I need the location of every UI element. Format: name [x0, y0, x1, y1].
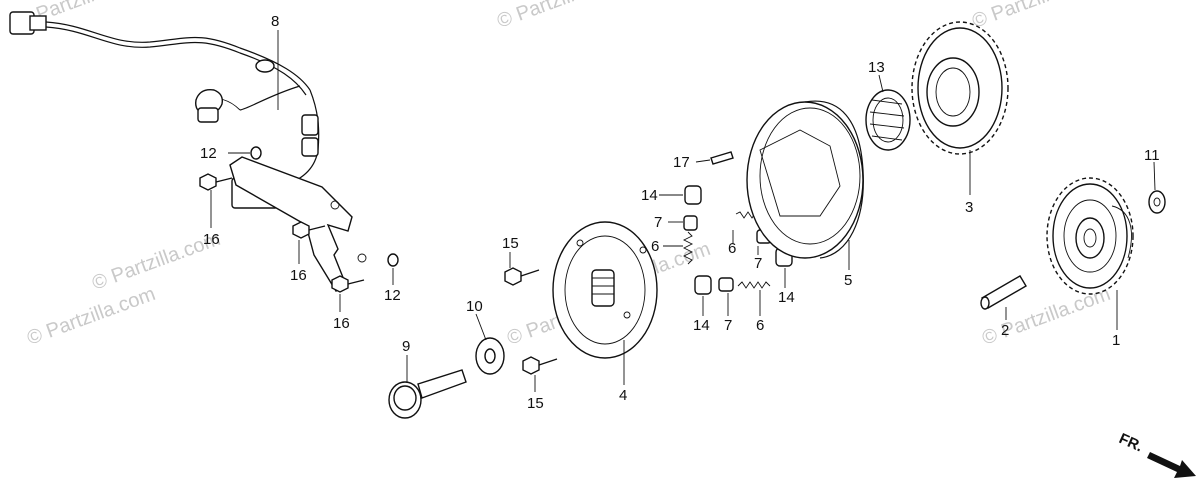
wire-harness-sensor[interactable] — [9, 11, 367, 292]
callout-16-a: 16 — [203, 231, 220, 248]
callout-14-b: 14 — [778, 289, 795, 306]
callout-15-upper: 15 — [502, 235, 519, 252]
pin-17[interactable] — [710, 151, 734, 165]
callout-6-c: 6 — [756, 317, 764, 334]
callout-7-c: 7 — [724, 317, 732, 334]
bolt-15-upper[interactable] — [504, 267, 540, 286]
bolt-16-b[interactable] — [292, 221, 326, 239]
front-arrow-icon — [1147, 452, 1196, 478]
bolt-16-c[interactable] — [331, 275, 365, 293]
callout-16-b: 16 — [290, 267, 307, 284]
callout-6-b: 6 — [728, 240, 736, 257]
callout-2: 2 — [1001, 322, 1009, 339]
starter-driven-gear-3[interactable] — [911, 21, 1009, 155]
spring-6-a[interactable] — [682, 231, 694, 265]
front-direction-indicator: FR. — [1116, 430, 1196, 478]
plunger-7-a[interactable] — [683, 215, 698, 231]
callout-6-a: 6 — [651, 238, 659, 255]
callout-7-b: 7 — [754, 255, 762, 272]
callout-17: 17 — [673, 154, 690, 171]
needle-bearing-13[interactable] — [865, 89, 911, 151]
watermark-left-mid: © Partzilla.com — [24, 283, 158, 350]
bolt-15-lower[interactable] — [522, 356, 558, 375]
callout-8: 8 — [271, 13, 279, 30]
callout-14-a: 14 — [641, 187, 658, 204]
washer-11[interactable] — [1148, 190, 1166, 214]
callout-9: 9 — [402, 338, 410, 355]
callout-12-upper: 12 — [200, 145, 217, 162]
bolt-16-a[interactable] — [199, 173, 233, 191]
callout-15-lower: 15 — [527, 395, 544, 412]
callout-labels: 8 12 16 16 16 12 9 10 15 15 4 17 14 7 6 … — [200, 13, 1160, 412]
callout-13: 13 — [868, 59, 885, 76]
leader-lines — [210, 30, 1156, 392]
front-indicator-label: FR. — [1116, 430, 1145, 455]
roller-14-c[interactable] — [694, 275, 712, 295]
callout-11: 11 — [1144, 147, 1160, 164]
callout-14-c: 14 — [693, 317, 710, 334]
collar-12-upper[interactable] — [250, 146, 262, 160]
starter-clutch-outer-5[interactable] — [746, 100, 864, 259]
callout-1: 1 — [1112, 332, 1120, 349]
washer-10[interactable] — [475, 337, 505, 375]
spring-6-c[interactable] — [737, 281, 771, 289]
reduction-shaft-2[interactable] — [980, 275, 1027, 310]
callout-12-lower: 12 — [384, 287, 401, 304]
plunger-7-c[interactable] — [718, 277, 734, 292]
callout-5: 5 — [844, 272, 852, 289]
watermark-top-center: © Partzilla.com — [494, 0, 628, 33]
callout-16-c: 16 — [333, 315, 350, 332]
callout-7-a: 7 — [654, 214, 662, 231]
roller-14-a[interactable] — [684, 185, 702, 205]
flange-bolt-9[interactable] — [388, 369, 467, 419]
callout-4: 4 — [619, 387, 627, 404]
starter-drive-disc-4[interactable] — [552, 221, 658, 359]
watermark-top-right: © Partzilla.com — [969, 0, 1103, 33]
collar-12-lower[interactable] — [387, 253, 399, 267]
callout-10: 10 — [466, 298, 483, 315]
reduction-gear-1[interactable] — [1046, 177, 1134, 295]
callout-3: 3 — [965, 199, 973, 216]
